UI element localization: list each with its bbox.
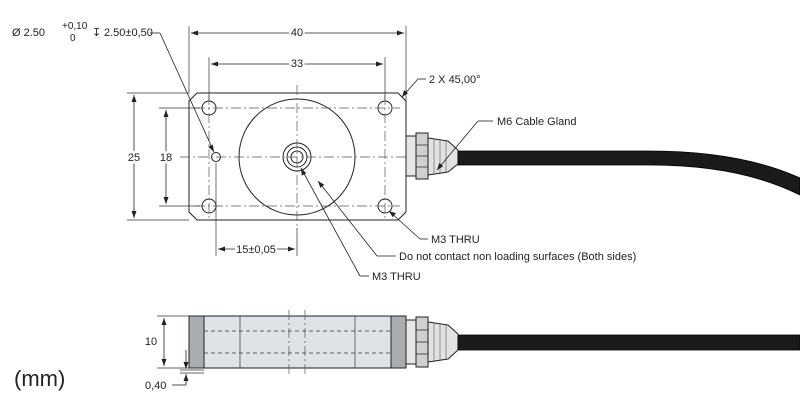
units-label: (mm) <box>14 366 65 391</box>
dim-side-height: 10 <box>145 336 157 348</box>
side-body <box>203 315 392 369</box>
dim-side-gap: 0,40 <box>145 380 166 392</box>
hole-spec-tol-lower: 0 <box>70 33 76 44</box>
hole-spec-leader <box>159 32 215 153</box>
hole-spec-diameter: Ø 2.50 <box>12 27 45 39</box>
depth-symbol-icon: ↧ <box>92 27 101 39</box>
callout-cable-gland: M6 Cable Gland <box>436 116 577 171</box>
callout-hole-spec: Ø 2.50 +0,10 0 ↧ 2.50±0,50 <box>12 21 215 153</box>
no-contact-label: Do not contact non loading surfaces (Bot… <box>399 251 636 263</box>
callout-chamfer: 2 X 45,00° <box>401 74 481 98</box>
no-contact-leader <box>317 180 378 257</box>
hole-spec-tol-upper: +0,10 <box>62 21 88 32</box>
cable-side <box>457 334 800 351</box>
m3-thru-lower-label: M3 THRU <box>372 271 421 283</box>
dim-center-offset: 15±0,05 <box>236 244 276 256</box>
side-body-left-cap <box>188 315 205 369</box>
cable-gland-label: M6 Cable Gland <box>497 116 577 128</box>
cable-top <box>457 150 800 196</box>
m3-thru-upper-label: M3 THRU <box>431 234 480 246</box>
m3-thru-upper-leader <box>388 210 421 240</box>
m3-thru-lower-leader <box>300 167 361 277</box>
hole-spec-depth: 2.50±0,50 <box>104 27 153 39</box>
dim-overall-height: 25 <box>128 152 140 164</box>
dim-overall-width: 40 <box>291 27 303 39</box>
chamfer-label: 2 X 45,00° <box>429 74 481 86</box>
mounting-plate <box>188 92 407 221</box>
dim-hole-spacing-y: 18 <box>160 152 172 164</box>
callout-m3-thru-upper: M3 THRU <box>388 210 480 246</box>
top-view: 40 33 25 18 15±0,05 Ø 2.50 +0,10 <box>12 21 800 283</box>
dim-hole-spacing-x: 33 <box>291 58 303 70</box>
cable-gland-leader <box>436 120 479 171</box>
cable-gland-side <box>405 316 459 368</box>
side-view: 10 0,40 <box>145 310 800 392</box>
callout-m3-thru-lower: M3 THRU <box>300 167 421 283</box>
callout-no-contact: Do not contact non loading surfaces (Bot… <box>317 180 636 263</box>
cable-gland <box>405 132 459 180</box>
side-body-right-cap <box>390 315 407 369</box>
